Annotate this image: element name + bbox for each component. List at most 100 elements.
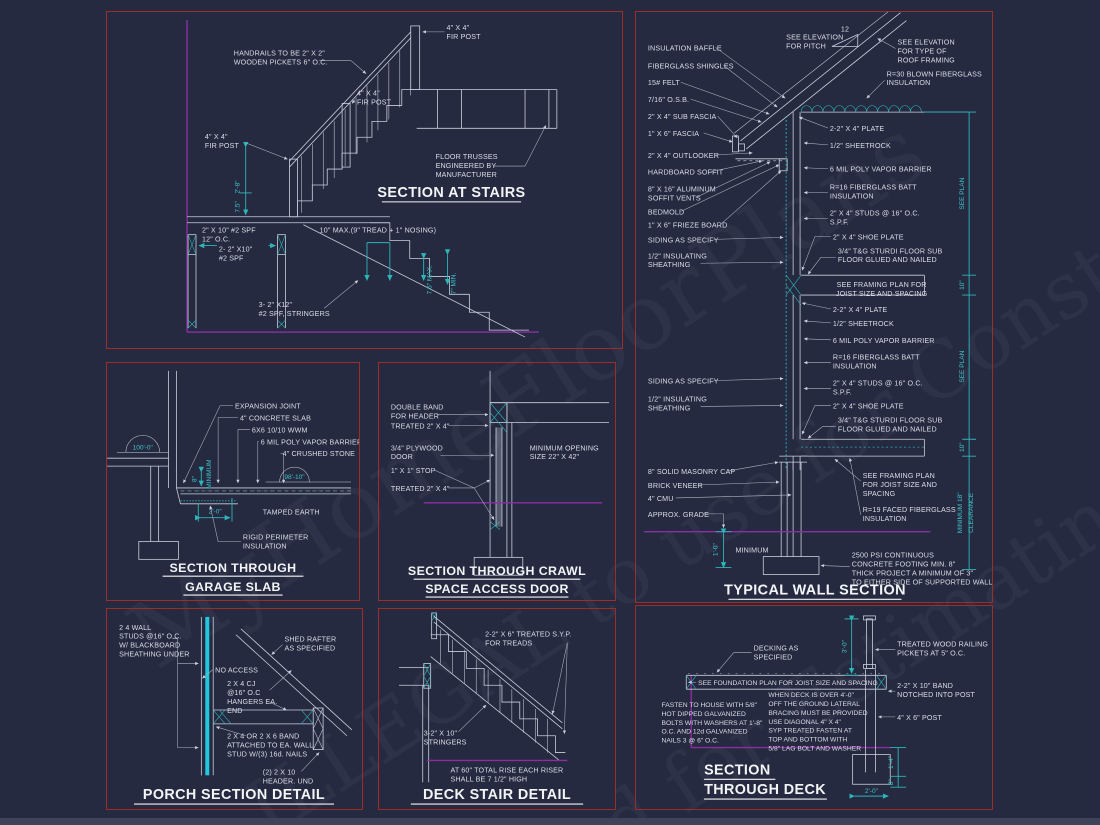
label-lateral-1: WHEN DECK IS OVER 4'-0"	[768, 692, 854, 699]
panel-crawl-access-door: DOUBLE BAND FOR HEADER TREATED 2" X 4" 3…	[378, 362, 616, 601]
label-cj-4: END	[227, 707, 242, 715]
label-beam-2: #2 SPF	[219, 255, 244, 263]
label-stop: 1" X 1" STOP	[391, 467, 436, 475]
label-sheetrock-upper: 1/2" SHEETROCK	[830, 142, 891, 150]
label-approx-grade: APPROX. GRADE	[648, 511, 709, 519]
label-floor-trusses-2: ENGINEERED BY	[436, 162, 497, 170]
deckstair-labels: 2-2" X 6" TREATED S.Y.P. FOR TREADS 3-2"…	[424, 631, 572, 784]
dim-10-upper: 10"	[959, 280, 966, 290]
panel-title-deck-2: THROUGH DECK	[704, 782, 826, 798]
label-header-1: (2) 2 X 10	[263, 768, 296, 776]
stairs-linework	[186, 19, 558, 338]
label-vapor: 6 MIL POLY VAPOR BARRIER	[261, 438, 359, 446]
label-rigid-1: RIGID PERIMETER	[243, 534, 309, 542]
panel-porch-section: 2 4 WALL STUDS @16" O.C. W/ BLACKBOARD S…	[106, 608, 363, 810]
label-pitch-2: FOR PITCH	[786, 42, 826, 50]
dim-2-0-deck: 2'-0"	[865, 788, 879, 795]
panel-title-porch: PORCH SECTION DETAIL	[143, 787, 325, 803]
label-studs-mid-2: S.P.F.	[833, 389, 852, 397]
label-framing-band-2: JOIST SIZE AND SPACING	[836, 290, 928, 298]
label-subfascia: 2" X 4" SUB FASCIA	[648, 113, 717, 121]
label-tread: 10" MAX.(9" TREAD + 1" NOSING)	[320, 227, 437, 235]
label-framing-low-2: FOR JOIST SIZE AND	[863, 481, 937, 489]
deckstair-linework	[398, 612, 568, 783]
panel-deck-stair: 2-2" X 6" TREATED S.Y.P. FOR TREADS 3-2"…	[378, 608, 616, 810]
panel-title-garage-2: GARAGE SLAB	[185, 580, 281, 594]
label-sheathing-upper-2: SHEATHING	[648, 261, 691, 269]
label-lateral-2: OFF THE GROUND LATERAL	[768, 701, 860, 708]
label-fasten-2: HOT DIPPED GALVANIZED	[662, 711, 747, 718]
label-foundation-band: SEE FOUNDATION PLAN FOR JOIST SIZE AND S…	[698, 680, 878, 687]
crawl-labels: DOUBLE BAND FOR HEADER TREATED 2" X 4" 3…	[391, 404, 599, 520]
panel-title-garage-1: SECTION THROUGH	[170, 561, 297, 575]
label-r19-2: INSULATION	[863, 515, 907, 523]
label-sheetrock-mid: 1/2" SHEETROCK	[833, 320, 894, 328]
datum-high: 100'-0"	[133, 444, 154, 451]
label-deck-post: 4" X 6" POST	[897, 714, 942, 722]
label-joist-2: 12" O.C.	[202, 236, 230, 244]
label-decking-2: SPECIFIED	[754, 653, 793, 661]
label-footing-2: CONCRETE FOOTING MIN. 8"	[852, 561, 956, 569]
label-shoe-upper: 2" X 4" SHOE PLATE	[833, 233, 904, 241]
label-r30-1: R=30 BLOWN FIBERGLASS	[887, 70, 982, 78]
label-shoe-mid: 2" X 4" SHOE PLATE	[833, 402, 904, 410]
label-rooftype-1: SEE ELEVATION	[898, 38, 955, 46]
label-r30-2: INSULATION	[887, 79, 931, 87]
label-brick-veneer: BRICK VENEER	[648, 482, 703, 490]
label-plate-upper: 2-2" X 4" PLATE	[830, 125, 884, 133]
label-fir-post-top-1: 4" X 4"	[447, 24, 470, 32]
label-tamped-earth: TAMPED EARTH	[263, 509, 320, 517]
dim-10-lower: 10"	[959, 442, 966, 452]
label-treads-2: FOR TREADS	[485, 640, 532, 648]
label-subfloor-upper-2: FLOOR GLUED AND NAILED	[838, 256, 937, 264]
garage-dimensions: 100'-0" 98'-10" 8" MINIMUM 2'-0"	[133, 444, 305, 522]
label-rooftype-3: ROOF FRAMING	[898, 56, 956, 64]
label-fir-post-top-2: FIR POST	[447, 33, 482, 41]
label-fir-post-mid-2: FIR POST	[357, 98, 392, 106]
wall-labels: SEE ELEVATION FOR PITCH 12 SEE ELEVATION…	[648, 26, 992, 587]
label-porch-wall-1: 2 4 WALL	[119, 624, 151, 632]
panel-title-crawl-2: SPACE ACCESS DOOR	[425, 582, 569, 596]
label-felt: 15# FELT	[648, 79, 681, 87]
label-r16-mid-1: R=16 FIBERGLASS BATT	[833, 354, 920, 362]
label-stringers-2: #2 SPF, STRINGERS	[259, 310, 330, 318]
label-studs-upper-2: S.P.F.	[830, 218, 849, 226]
label-rafter-2: AS SPECIFIED	[285, 645, 336, 653]
label-fasten-5: NAILS 3 @ 6" O.C.	[662, 738, 720, 745]
label-fasten-4: O.C. AND 12d GALVANIZED	[662, 729, 748, 736]
label-porch-wall-4: SHEATHING UNDER	[119, 651, 189, 659]
label-header-2: HEADER. UND	[263, 777, 314, 785]
label-sheathing-upper-1: 1/2" INSULATING	[648, 252, 707, 260]
crawl-linework	[423, 370, 610, 576]
label-footing-4: TO EITHER SIDE OF SUPPORTED WALL	[852, 578, 992, 586]
label-vents-1: 8" X 16" ALUMINUM	[648, 186, 716, 194]
porch-labels: 2 4 WALL STUDS @16" O.C. W/ BLACKBOARD S…	[119, 624, 336, 785]
dim-minimum-18: MINIMUM 18"	[957, 492, 964, 534]
label-rooftype-2: FOR TYPE OF	[898, 47, 948, 55]
dim-see-plan-upper: SEE PLAN	[959, 177, 966, 209]
label-fasten-1: FASTEN TO HOUSE WITH 5/8"	[662, 702, 758, 709]
label-sheathing-lower-2: SHEATHING	[648, 404, 691, 412]
label-railing-1: TREATED WOOD RAILING	[897, 641, 988, 649]
label-treated-bottom: TREATED 2" X 4"	[391, 485, 450, 493]
label-double-band-1: DOUBLE BAND	[391, 404, 444, 412]
stairs-dimensions: 2'-8" 7.5" 7.5" MAX. 7" MIN.	[198, 141, 457, 294]
label-lateral-3: BRACING MUST BE PROVIDED	[768, 710, 867, 717]
panel-title-deckstair: DECK STAIR DETAIL	[423, 787, 571, 803]
label-vents-2: SOFFIT VENTS	[648, 195, 701, 203]
dim-1-4: 1'-4"	[888, 755, 895, 769]
dim-7-5: 7.5"	[235, 200, 242, 212]
label-soffit: HARDBOARD SOFFIT	[648, 169, 724, 177]
label-r19-1: R=19 FACED FIBERGLASS	[863, 506, 956, 514]
label-lateral-6: TOP AND BOTTOM WITH	[768, 737, 847, 744]
label-band-2: ATTACHED TO EA. WALL	[227, 742, 313, 750]
label-lateral-5: SYP TREATED FASTEN AT	[768, 728, 852, 735]
label-rise-1: AT 60" TOTAL RISE EACH RISER	[450, 766, 563, 774]
sheet-bottom-strip	[0, 818, 1100, 825]
label-double-band-2: FOR HEADER	[391, 413, 439, 421]
panel-title-stairs: SECTION AT STAIRS	[377, 185, 525, 201]
label-osb: 7/16" O.S.B.	[648, 96, 689, 104]
label-opening-1: MINIMUM OPENING	[530, 444, 599, 452]
label-r16-upper-2: INSULATION	[830, 193, 874, 201]
label-framing-low-1: SEE FRAMING PLAN	[863, 472, 935, 480]
